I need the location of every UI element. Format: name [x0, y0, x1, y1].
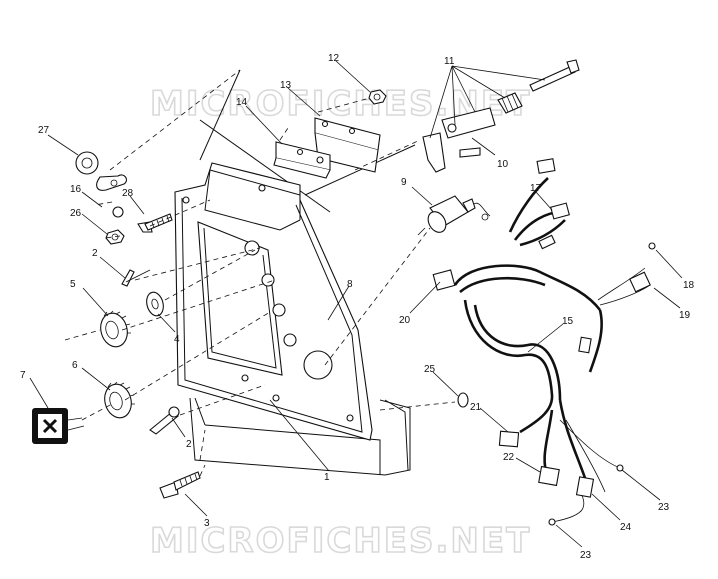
callout-2b: 2: [186, 439, 192, 450]
callout-17: 17: [530, 183, 542, 194]
callout-28: 28: [122, 188, 134, 199]
callout-24: 24: [620, 522, 632, 533]
callout-15: 15: [562, 316, 574, 327]
nut-12: [368, 89, 387, 105]
bolt-2a: [121, 269, 151, 287]
bracket-14: [273, 141, 331, 179]
bolt-28: [137, 213, 173, 233]
callout-21: 21: [470, 402, 482, 413]
callout-9: 9: [401, 177, 407, 188]
callout-14: 14: [236, 97, 248, 108]
washer-25: [457, 392, 469, 408]
callout-1: 1: [324, 472, 330, 483]
callout-20: 20: [399, 315, 411, 326]
callout-2a: 2: [92, 248, 98, 259]
console-panel: [174, 162, 373, 441]
callout-3: 3: [204, 518, 210, 529]
callout-10: 10: [497, 159, 509, 170]
washer-27: [75, 151, 99, 175]
bracket-16: [96, 174, 127, 191]
bolt-2b: [149, 406, 180, 435]
washer-4: [146, 291, 164, 317]
callout-19: 19: [679, 310, 691, 321]
callout-27: 27: [38, 125, 50, 136]
callout-4: 4: [174, 334, 180, 345]
callout-7: 7: [20, 370, 26, 381]
ring-5: [100, 310, 131, 348]
callout-8: 8: [347, 279, 353, 290]
bracket-13: [314, 117, 381, 173]
callout-13: 13: [280, 80, 292, 91]
ring-6: [104, 381, 135, 419]
callout-5: 5: [70, 279, 76, 290]
callout-25: 25: [424, 364, 436, 375]
bolt-3: [159, 471, 201, 499]
nut-26: [105, 229, 125, 245]
callout-16: 16: [70, 184, 82, 195]
callout-18: 18: [683, 280, 695, 291]
callout-labels: 1 2 2 3 4 5 6 7 8 9 10 11 12 13 14 15 16…: [20, 53, 695, 561]
switch-assembly-10: [422, 59, 580, 173]
callout-23b: 23: [580, 550, 592, 561]
washer-16: [112, 206, 124, 218]
callout-26: 26: [70, 208, 82, 219]
callout-leaders: [29, 60, 683, 548]
switch-7: [32, 408, 85, 444]
alignment-lines: [64, 69, 456, 477]
wiring-harness-15: [432, 158, 656, 526]
solenoid-9: [417, 195, 491, 236]
callout-12: 12: [328, 53, 340, 64]
dashboard-frame: [189, 69, 416, 476]
watermark-bottom: MICROFICHES.NET: [150, 521, 531, 561]
callout-11: 11: [444, 56, 455, 67]
callout-23a: 23: [658, 502, 670, 513]
callout-22: 22: [503, 452, 515, 463]
callout-6: 6: [72, 360, 78, 371]
